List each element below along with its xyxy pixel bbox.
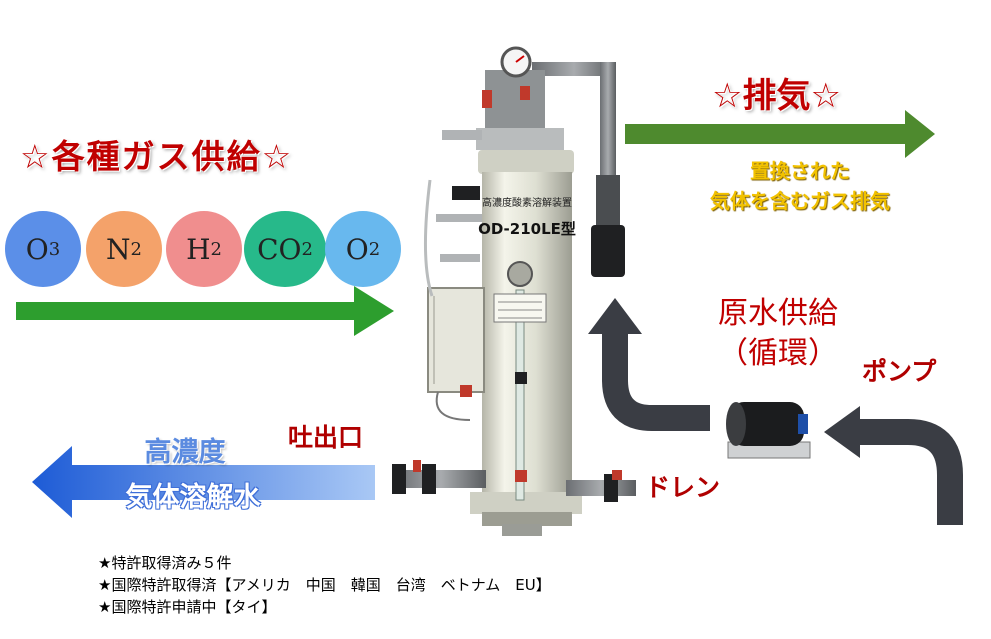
device-label: 高濃度酸素溶解装置 bbox=[482, 196, 572, 209]
outlet-label: 吐出口 bbox=[288, 423, 364, 452]
exhaust-description-line1: 置換された bbox=[750, 159, 850, 183]
output-arrow bbox=[32, 446, 375, 518]
gas-subscript: 2 bbox=[368, 238, 381, 260]
raw-water-line2: （循環） bbox=[718, 336, 838, 371]
drain-label: ドレン bbox=[645, 473, 721, 502]
gas-subscript: 2 bbox=[130, 238, 142, 260]
dissolver-device-illustration bbox=[392, 46, 636, 536]
high-concentration-line2: 気体溶解水 bbox=[125, 482, 261, 513]
pump-icon bbox=[726, 402, 811, 459]
exhaust-description-line2: 気体を含むガス排気 bbox=[710, 189, 890, 213]
patent-item: ★特許取得済み５件 bbox=[98, 554, 232, 572]
high-concentration-line1: 高濃度 bbox=[144, 437, 226, 468]
patent-item: ★国際特許取得済【アメリカ 中国 韓国 台湾 ベトナム EU】 bbox=[98, 576, 551, 594]
gas-symbol: H bbox=[186, 232, 211, 266]
gas-symbol: O bbox=[345, 232, 369, 266]
gas-symbol: N bbox=[106, 232, 131, 266]
patent-item: ★国際特許申請中【タイ】 bbox=[98, 598, 277, 616]
raw-water-line1: 原水供給 bbox=[718, 296, 838, 331]
gas-subscript: 2 bbox=[301, 238, 313, 260]
gas-subscript: 2 bbox=[210, 238, 222, 260]
gas-symbol: O bbox=[25, 232, 49, 266]
gas-supply-arrow bbox=[16, 286, 394, 336]
pump-label: ポンプ bbox=[862, 357, 937, 386]
circulation-arrow bbox=[588, 298, 710, 431]
device-model: OD-210LE型 bbox=[478, 220, 576, 238]
gas-supply-title: ☆各種ガス供給☆ bbox=[20, 137, 294, 176]
gas-symbol: CO bbox=[257, 232, 302, 266]
exhaust-title: ☆排気☆ bbox=[712, 76, 841, 116]
source-arrow bbox=[824, 406, 963, 525]
exhaust-arrow bbox=[625, 110, 935, 158]
exhaust-description: 置換された 気体を含むガス排気 bbox=[650, 156, 950, 216]
patent-list: ★特許取得済み５件 ★国際特許取得済【アメリカ 中国 韓国 台湾 ベトナム EU… bbox=[98, 552, 551, 618]
raw-water-label: 原水供給 （循環） bbox=[683, 294, 873, 374]
gas-subscript: 3 bbox=[48, 238, 61, 260]
